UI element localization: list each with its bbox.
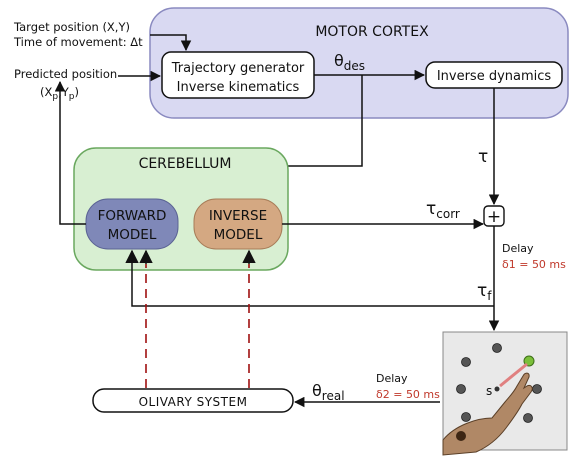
- tau-label: τ: [478, 147, 488, 167]
- cerebellum-title: CEREBELLUM: [139, 156, 232, 172]
- inverse-kinematics-label: Inverse kinematics: [177, 80, 300, 95]
- theta-real-label: θreal: [312, 381, 345, 403]
- target-dot-left: [456, 384, 466, 394]
- arrow-target-input: [150, 34, 192, 52]
- inverse-model-label-line2: MODEL: [214, 227, 263, 243]
- target-dot-upper-left: [461, 357, 471, 367]
- start-label: s: [486, 384, 492, 398]
- theta-des-label: θdes: [334, 51, 365, 73]
- delay2-label: Delay: [376, 372, 408, 385]
- arrow-tau-f-to-forward-model: [125, 249, 494, 307]
- movement-trajectory: [499, 362, 528, 388]
- olivary-system-box: [92, 388, 294, 413]
- target-dot-right: [532, 384, 542, 394]
- elbow-dot: [456, 431, 466, 441]
- start-dot: [494, 386, 500, 392]
- delay2-value: δ2 = 50 ms: [376, 388, 440, 401]
- time-of-movement-label: Time of movement: Δt: [13, 35, 143, 49]
- target-dot-top: [492, 343, 502, 353]
- target-position-label: Target position (X,Y): [13, 20, 130, 34]
- inverse-dynamics-label: Inverse dynamics: [437, 69, 552, 84]
- delay1-value: δ1 = 50 ms: [502, 258, 566, 271]
- motor-cortex-title: MOTOR CORTEX: [315, 24, 429, 40]
- forward-model-label-line1: FORWARD: [98, 208, 167, 224]
- arrow-forward-model-to-predicted: [54, 80, 86, 225]
- inverse-model-label-line1: INVERSE: [209, 208, 267, 224]
- olivary-system-label: OLIVARY SYSTEM: [139, 395, 248, 409]
- summation-symbol: +: [487, 207, 501, 227]
- target-dot-lower-right: [523, 413, 533, 423]
- forward-model-label-line2: MODEL: [108, 227, 157, 243]
- trajectory-generator-label: Trajectory generator: [171, 61, 305, 76]
- tau-f-label: τf: [477, 281, 492, 303]
- predicted-position-label: Predicted position: [14, 67, 117, 81]
- tau-corr-label: τcorr: [426, 199, 460, 221]
- target-dot-lower-left: [461, 412, 471, 422]
- delay1-label: Delay: [502, 242, 534, 255]
